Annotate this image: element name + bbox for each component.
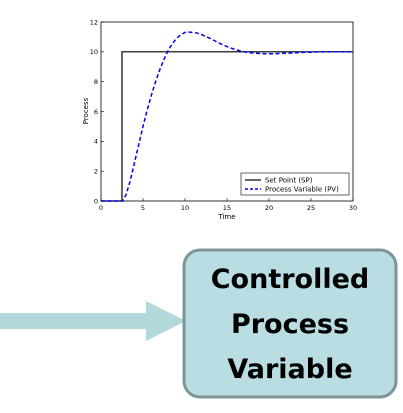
y-tick-label: 2 — [94, 167, 98, 175]
y-tick-label: 10 — [90, 48, 98, 56]
y-tick-label: 12 — [90, 18, 98, 26]
y-tick-label: 6 — [94, 108, 98, 116]
controlled-process-variable-box: Controlled Process Variable — [182, 248, 398, 399]
legend-frame — [240, 172, 350, 196]
series-line-1 — [101, 31, 353, 202]
box-label-line-1: Controlled — [211, 264, 370, 295]
x-tick-label: 30 — [349, 204, 357, 212]
x-tick-label: 15 — [223, 204, 231, 212]
y-tick-label: 4 — [94, 138, 98, 146]
legend-label-sp: Set Point (SP) — [265, 177, 313, 185]
x-tick-label: 10 — [181, 204, 189, 212]
box-shape — [182, 248, 398, 399]
x-axis-ticks: 0 5 10 15 20 25 30 — [99, 198, 357, 212]
input-arrow — [0, 301, 186, 341]
y-tick-label: 8 — [94, 78, 98, 86]
x-tick-label: 20 — [265, 204, 273, 212]
chart-legend: Set Point (SP) Process Variable (PV) — [240, 172, 350, 196]
y-axis-ticks: 0 2 4 6 8 10 12 — [90, 18, 104, 205]
x-tick-label: 25 — [307, 204, 315, 212]
series-layer — [101, 31, 353, 202]
box-label-line-2: Process — [231, 309, 349, 340]
x-tick-label: 0 — [99, 204, 103, 212]
legend-label-pv: Process Variable (PV) — [265, 186, 339, 194]
x-axis-label: Time — [217, 213, 235, 221]
arrow-head — [146, 301, 186, 341]
y-axis-label: Process — [82, 97, 90, 124]
line-chart: 0 5 10 15 20 25 30 0 2 4 6 8 10 12 Time Process Set … — [82, 18, 357, 221]
box-label-line-3: Variable — [227, 354, 352, 385]
arrow-shaft — [0, 313, 146, 329]
y-tick-label: 0 — [94, 197, 98, 205]
x-tick-label: 5 — [141, 204, 145, 212]
